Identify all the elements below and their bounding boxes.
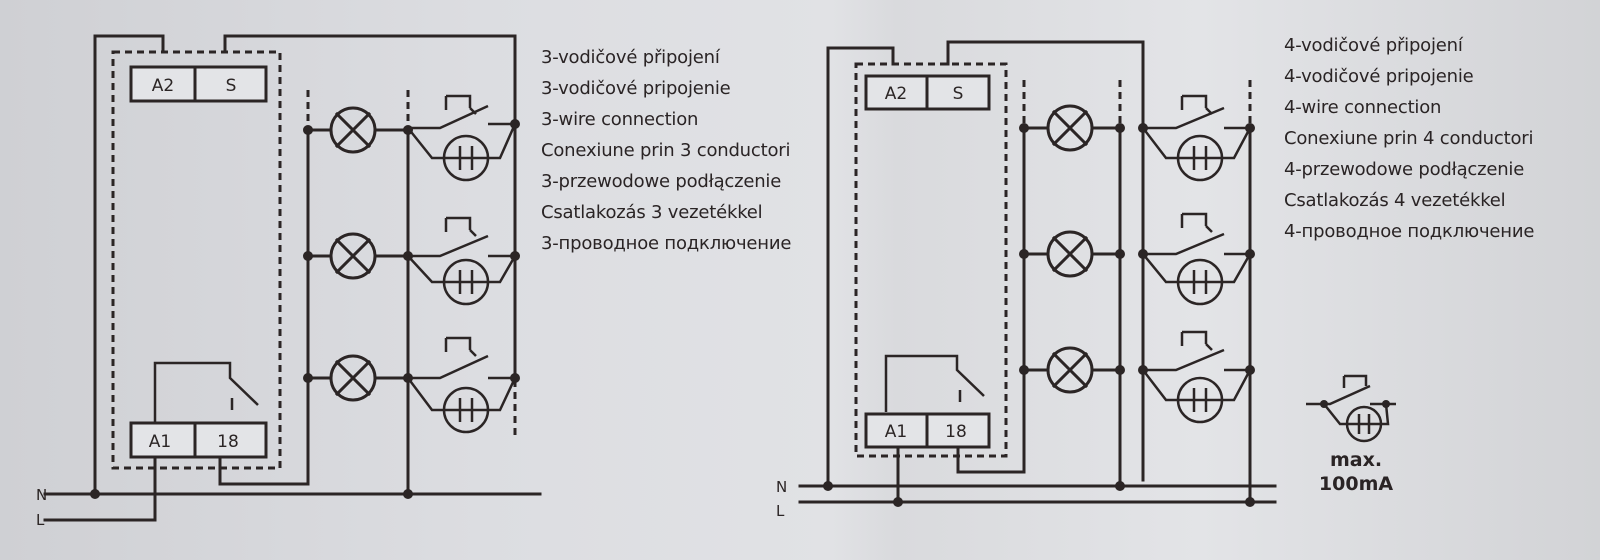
diagram-four-wire: A2 S A1 18 [776, 40, 1277, 520]
lamp-right-3 [1019, 346, 1125, 394]
caption-item: 3-przewodowe podłączenie [541, 171, 782, 192]
terminal-a1-label: A1 [149, 432, 171, 452]
caption-list-three-wire: 3-vodičové připojení 3-vodičové pripojen… [541, 42, 791, 259]
terminal-block-top-left: A2 S [129, 65, 268, 103]
caption-item: 3-vodičové připojení [541, 47, 720, 68]
max-current-note: max. 100mA [1308, 448, 1404, 496]
relay-contact-left [153, 361, 259, 424]
caption-item: 4-wire connection [1284, 97, 1442, 118]
lamp-right-1 [1019, 104, 1125, 152]
terminal-a1-label-r: A1 [885, 422, 907, 442]
bus-label-n-left: N [36, 486, 47, 504]
lamp-right-2 [1019, 230, 1125, 278]
terminal-block-bottom-right: A1 18 [864, 412, 991, 449]
wire-r-18-to-lamps [956, 445, 1026, 474]
caption-item: Conexiune prin 4 conductori [1284, 128, 1534, 149]
caption-item: 4-vodičové připojení [1284, 35, 1463, 56]
terminal-18-label-r: 18 [945, 422, 967, 442]
caption-item: 3-wire connection [541, 109, 699, 130]
wire-l-a1-to-L [43, 455, 157, 522]
caption-item: 4-przewodowe podłączenie [1284, 159, 1525, 180]
pushbutton-right-2 [1138, 212, 1255, 306]
pushbutton-left-1 [407, 94, 520, 182]
pushbutton-left-2 [407, 216, 520, 306]
wire-l-top-a2 [93, 34, 165, 496]
terminal-18-label: 18 [217, 432, 239, 452]
caption-item: Conexiune prin 3 conductori [541, 140, 791, 161]
lamp-left-1 [303, 106, 413, 154]
terminal-s-label: S [226, 76, 237, 96]
wire-r-top-a2 [826, 46, 895, 488]
bus-label-l-right: L [776, 502, 785, 520]
diagram-three-wire: A2 S A1 18 [36, 34, 542, 529]
caption-item: Csatlakozás 4 vezetékkel [1284, 190, 1506, 211]
relay-contact-right [884, 354, 985, 412]
caption-item: Csatlakozás 3 vezetékkel [541, 202, 763, 223]
wire-l-18-to-lamps [218, 455, 310, 486]
terminal-block-top-right: A2 S [864, 74, 991, 111]
max-label: max. [1329, 449, 1383, 471]
caption-item: 4-vodičové pripojenie [1284, 66, 1474, 87]
lamp-left-2 [303, 232, 413, 280]
relay-outline-left [111, 50, 282, 470]
pushbutton-right-1 [1138, 94, 1255, 182]
lamp-left-3 [303, 354, 413, 402]
wire-l-top-s [223, 34, 517, 125]
current-rating: 100mA [1318, 473, 1394, 495]
terminal-a2-label-r: A2 [885, 84, 907, 104]
terminal-a2-label: A2 [152, 76, 174, 96]
bus-label-l-left: L [36, 511, 45, 529]
bus-label-n-right: N [776, 478, 787, 496]
relay-outline-right [854, 62, 1008, 458]
terminal-s-label-r: S [953, 84, 964, 104]
caption-item: 3-проводное подключение [541, 233, 792, 254]
caption-item: 3-vodičové pripojenie [541, 78, 731, 99]
terminal-block-bottom-left: A1 18 [129, 421, 268, 459]
pushbutton-left-3 [407, 336, 520, 434]
caption-list-four-wire: 4-vodičové připojení 4-vodičové pripojen… [1284, 30, 1534, 247]
pushbutton-right-3 [1138, 330, 1255, 424]
caption-item: 4-проводное подключение [1284, 221, 1535, 242]
illuminated-pushbutton-symbol [1306, 374, 1396, 443]
